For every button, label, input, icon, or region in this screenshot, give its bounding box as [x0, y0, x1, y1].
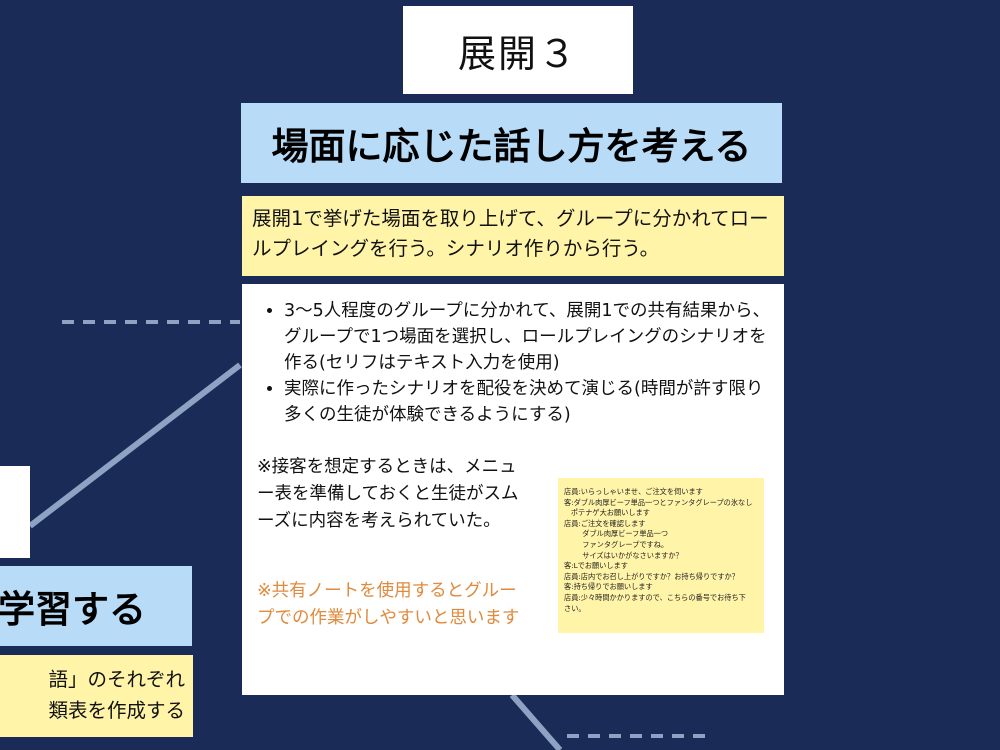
script-line: 店員:ご注文を確認します: [564, 518, 646, 528]
left-slide-summary: 語」のそれぞれ 類表を作成する: [0, 655, 193, 737]
left-step-label-box: [0, 466, 30, 558]
script-line: 店員:少々時間かかりますので、こちらの番号でお待ち下: [564, 592, 746, 602]
bullet-list: 3〜5人程度のグループに分かれて、展開1での共有結果から、グループで1つ場面を選…: [260, 298, 775, 428]
diagonal-connector-left: [28, 362, 242, 529]
script-line: 店員:いらっしゃいませ、ご注文を伺います: [564, 487, 703, 496]
script-line: ポテナゲ大お願いします: [564, 508, 650, 518]
script-line: サイズはいかがなさいますか？: [564, 550, 683, 560]
roleplay-script-sticky-note: 店員:いらっしゃいませ、ご注文を伺います 客:ダブル肉厚ビーフ単品一つとファンタ…: [558, 478, 764, 633]
left-summary-line-1: 語」のそれぞれ: [48, 668, 185, 691]
slide-title: 場面に応じた話し方を考える: [241, 103, 782, 183]
diagonal-connector-bottom: [509, 693, 563, 750]
left-slide-title-text: 学習する: [0, 588, 146, 631]
left-summary-line-2: 類表を作成する: [48, 699, 185, 722]
step-label: 展開３: [403, 6, 633, 94]
script-line: ダブル肉厚ビーフ単品一つ: [564, 529, 669, 539]
summary-box: 展開1で挙げた場面を取り上げて、グループに分かれてロールプレイングを行う。シナリ…: [242, 196, 784, 276]
script-line: さい。: [564, 603, 586, 613]
bullet-item: 3〜5人程度のグループに分かれて、展開1での共有結果から、グループで1つ場面を選…: [284, 298, 775, 376]
left-slide-title: 学習する: [0, 566, 192, 646]
script-line: 店員:店内でお召し上がりですか？お持ち帰りですか？: [564, 571, 739, 581]
script-line: 客:Lでお願いします: [564, 561, 628, 571]
script-line: 客:ダブル肉厚ビーフ単品一つとファンタグレープの氷なし: [564, 497, 753, 507]
tip-note: ※接客を想定するときは、メニュー表を準備しておくと生徒がスムーズに内容を考えられ…: [257, 457, 519, 531]
bullet-item: 実際に作ったシナリオを配役を決めて演じる(時間が許す限り多くの生徒が体験できるよ…: [284, 376, 775, 428]
script-line: 客:持ち帰りでお願いします: [564, 582, 653, 592]
tip-note-orange: ※共有ノートを使用するとグループでの作業がしやすいと思います: [257, 581, 520, 628]
script-line: ファンタグレープですね。: [564, 539, 669, 549]
